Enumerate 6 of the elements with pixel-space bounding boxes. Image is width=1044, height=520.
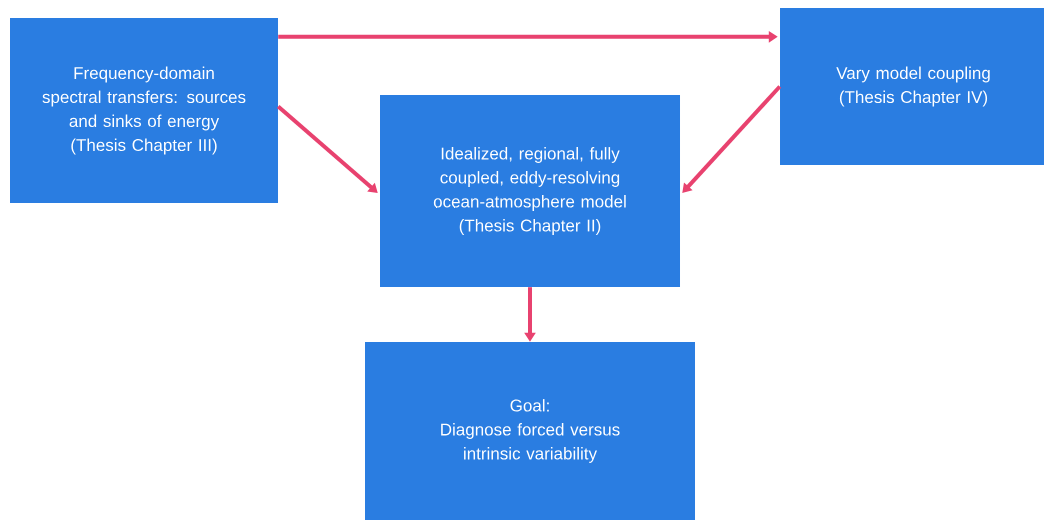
process-box: Frequency-domain spectral transfers: sources and sinks of energy (Thesis Chapter III) <box>10 18 278 203</box>
process-box: Goal: Diagnose forced versus intrinsic variability <box>365 342 695 520</box>
arrow <box>276 105 378 193</box>
process-box: Idealized, regional, fully coupled, eddy-resolving ocean-atmosphere model (Thesis Chapter II) <box>380 95 680 287</box>
arrow <box>682 85 782 193</box>
process-box: Vary model coupling (Thesis Chapter IV) <box>780 8 1044 165</box>
